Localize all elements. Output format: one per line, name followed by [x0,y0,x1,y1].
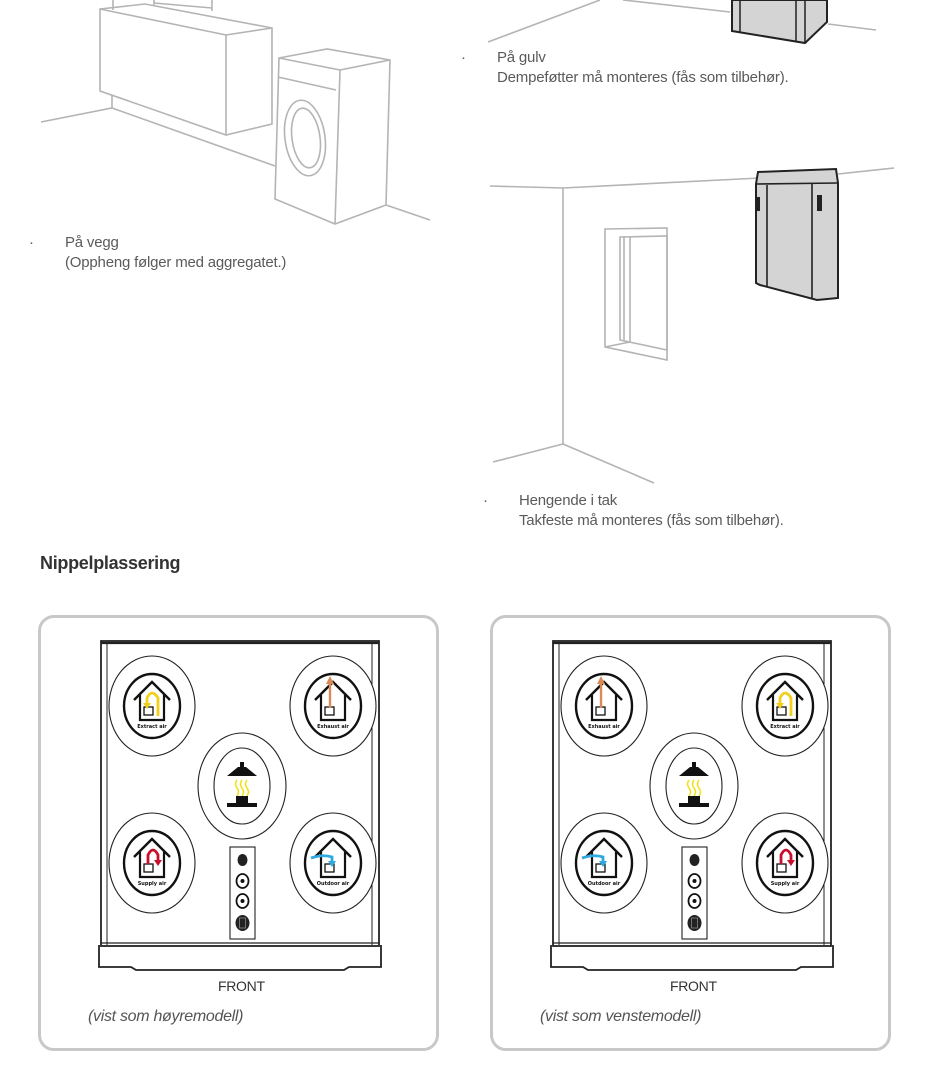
bullet: · [461,49,466,66]
ceiling-mount-detail: Takfeste må monteres (fås som tilbehør). [519,512,784,529]
floor-mount-detail: Dempeføtter må monteres (fås som tilbehø… [497,69,789,86]
port-label: Exhaust air [588,724,620,730]
front-label: FRONT [218,978,265,994]
model-note: (vist som høyremodell) [88,1008,244,1025]
house-exhaust-icon [585,676,623,722]
port-label: Extract air [770,724,800,730]
port-exhaust: Exhaust air [560,655,648,757]
port-label: Supply air [771,881,800,887]
house-outdoor-icon [581,837,623,879]
wall-mount-caption: · På vegg (Oppheng følger med aggregatet… [29,233,287,273]
cooker-hood-port [197,732,287,840]
port-inner-ring [122,829,182,897]
bullet: · [29,234,34,251]
control-panel-icon [681,846,708,940]
floor-mount-caption: · På gulv Dempeføtter må monteres (fås s… [461,48,789,88]
house-extract-icon [133,680,171,722]
port-inner-ring [122,672,182,740]
wall-mount-illustration [40,0,431,225]
port-outdoor: Outdoor air [289,812,377,914]
port-extract: Extract air [741,655,829,757]
ceiling-mount-illustration [489,167,895,484]
cooker-hood-icon [679,762,709,807]
port-label: Exhaust air [317,724,349,730]
port-label: Outdoor air [588,881,621,887]
ceiling-mount-title: Hengende i tak [519,492,618,509]
house-supply-icon [133,837,171,879]
port-extract: Extract air [108,655,196,757]
port-inner-ring [755,829,815,897]
port-label: Supply air [138,881,167,887]
house-supply-icon [766,837,804,879]
port-outdoor: Outdoor air [560,812,648,914]
wall-mount-detail: (Oppheng følger med aggregatet.) [65,254,287,271]
cooker-hood-icon [227,762,257,807]
floor-mount-title: På gulv [497,49,546,66]
ceiling-mount-caption: · Hengende i tak Takfeste må monteres (f… [483,491,784,531]
model-note: (vist som venstemodell) [540,1008,702,1025]
port-inner-ring [574,672,634,740]
wall-mount-title: På vegg [65,234,119,251]
cooker-hood-port [649,732,739,840]
front-label: FRONT [670,978,717,994]
bullet: · [483,492,488,509]
port-label: Outdoor air [317,881,350,887]
port-supply: Supply air [741,812,829,914]
house-outdoor-icon [310,837,352,879]
control-panel-icon [229,846,256,940]
port-inner-ring [755,672,815,740]
house-extract-icon [766,680,804,722]
port-label: Extract air [137,724,167,730]
port-supply: Supply air [108,812,196,914]
port-inner-ring [303,672,363,740]
floor-mount-illustration [487,0,877,45]
house-exhaust-icon [314,676,352,722]
port-exhaust: Exhaust air [289,655,377,757]
section-heading: Nippelplassering [40,553,181,573]
